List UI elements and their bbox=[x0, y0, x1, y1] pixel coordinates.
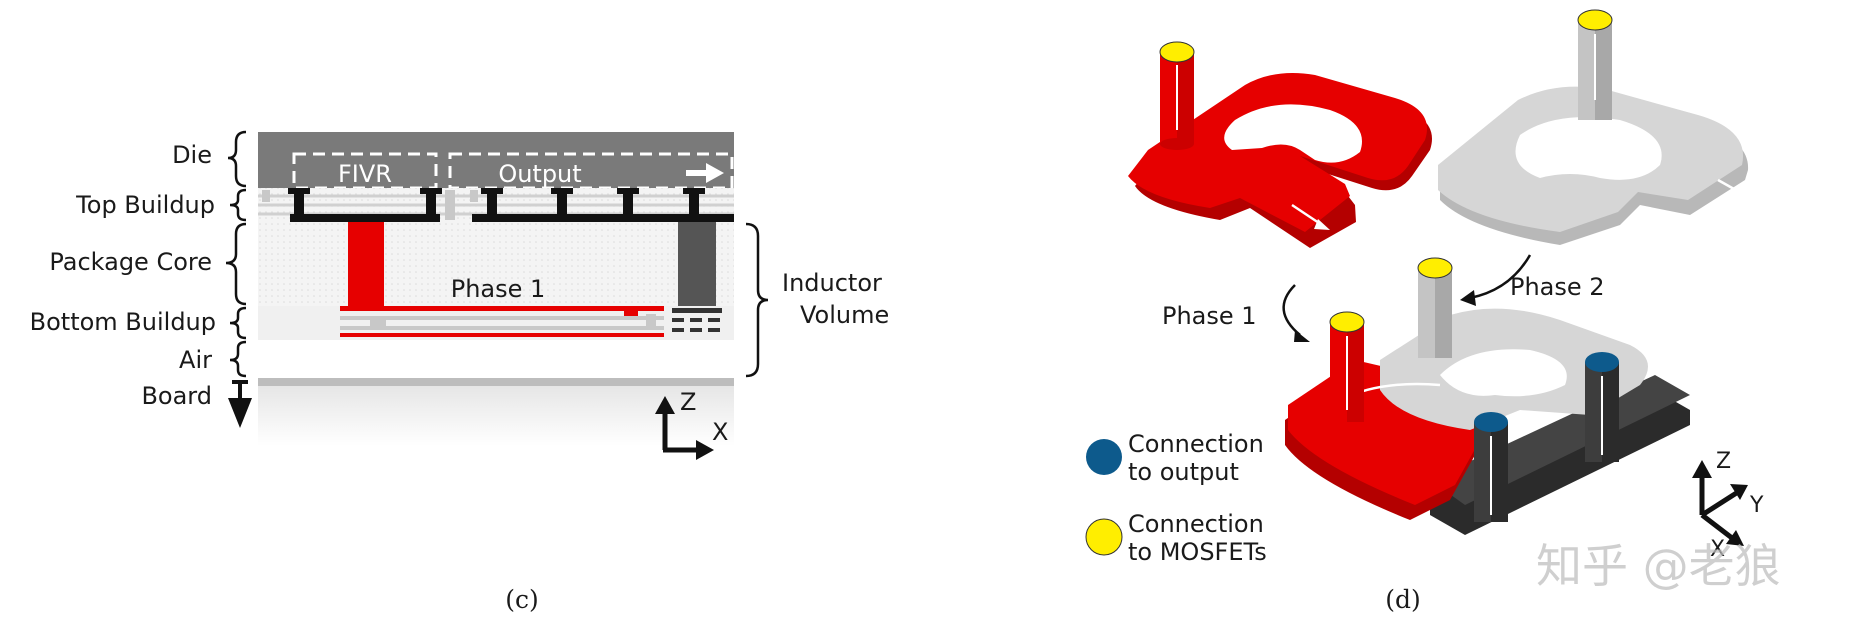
axis-z-label: Z bbox=[680, 388, 696, 416]
layer-braces bbox=[225, 130, 247, 378]
inductor-label-line2: Volume bbox=[800, 301, 889, 329]
package-core-layer bbox=[258, 222, 734, 306]
phase1-label: Phase 1 bbox=[1162, 302, 1257, 330]
layer-label-board: Board bbox=[141, 382, 212, 410]
layer-label-air: Air bbox=[179, 346, 212, 374]
fivr-bumps bbox=[288, 188, 442, 222]
caption-c: (c) bbox=[505, 585, 539, 614]
phase1-trace-top bbox=[340, 306, 664, 311]
xyz-axes-icon bbox=[1692, 460, 1748, 546]
layer-label-top-buildup: Top Buildup bbox=[75, 191, 215, 219]
legend-output-swatch bbox=[1086, 439, 1122, 475]
legend-output-line2: to output bbox=[1128, 458, 1239, 486]
phase2-mosfet-connection bbox=[1577, 9, 1613, 31]
caption-d: (d) bbox=[1385, 585, 1421, 614]
output-via bbox=[678, 222, 716, 306]
axis-x3d-label: X bbox=[1710, 537, 1725, 562]
output-connection-1 bbox=[1474, 412, 1508, 432]
board-layer bbox=[258, 378, 734, 386]
phase1-arrow bbox=[1282, 284, 1301, 336]
inductor-3d-diagram: Phase 1 Phase 2 Connection to output Con… bbox=[1085, 9, 1781, 614]
watermark: 知乎 @老狼 bbox=[1536, 539, 1781, 593]
phase1-core-label: Phase 1 bbox=[451, 275, 546, 303]
legend-mosfet-swatch bbox=[1085, 518, 1123, 556]
legend-mosfet-line1: Connection bbox=[1128, 510, 1264, 538]
legend-output-line1: Connection bbox=[1128, 430, 1264, 458]
output-connection-2 bbox=[1585, 352, 1619, 372]
combined-inductor-assembly bbox=[1285, 257, 1690, 535]
phase2-inductor bbox=[1438, 9, 1751, 246]
layer-label-package-core: Package Core bbox=[49, 248, 212, 276]
axis-x-label: X bbox=[712, 418, 728, 446]
phase1-via bbox=[348, 222, 384, 306]
die-layer bbox=[258, 132, 734, 188]
layer-label-bottom-buildup: Bottom Buildup bbox=[30, 308, 216, 336]
output-bottom-bumps bbox=[672, 308, 722, 332]
phase2-label: Phase 2 bbox=[1510, 273, 1605, 301]
layer-label-die: Die bbox=[172, 141, 212, 169]
output-bumps bbox=[472, 188, 734, 222]
phase1-mosfet-connection bbox=[1159, 41, 1195, 63]
fivr-label: FIVR bbox=[338, 160, 392, 188]
inductor-brace bbox=[745, 222, 769, 378]
output-arrow-icon bbox=[686, 163, 724, 183]
inductor-label-line1: Inductor bbox=[782, 269, 882, 297]
phase2-bottom-mosfet-connection bbox=[1417, 257, 1453, 279]
zx-axes-icon bbox=[655, 396, 714, 460]
output-label: Output bbox=[498, 160, 581, 188]
legend-mosfet-line2: to MOSFETs bbox=[1128, 538, 1267, 566]
cross-section-diagram: FIVR Output bbox=[30, 130, 889, 614]
axis-z3d-label: Z bbox=[1716, 449, 1731, 474]
axis-y3d-label: Y bbox=[1749, 493, 1764, 518]
panel-d: Phase 1 Phase 2 Connection to output Con… bbox=[930, 0, 1857, 635]
panel-c: FIVR Output bbox=[0, 0, 930, 635]
phase1-inductor bbox=[1128, 41, 1432, 248]
phase1-trace-bottom bbox=[340, 333, 664, 337]
phase1-bottom-mosfet-connection bbox=[1329, 311, 1365, 333]
board-arrow-icon bbox=[228, 380, 252, 428]
phase2-arrow bbox=[1469, 254, 1532, 300]
